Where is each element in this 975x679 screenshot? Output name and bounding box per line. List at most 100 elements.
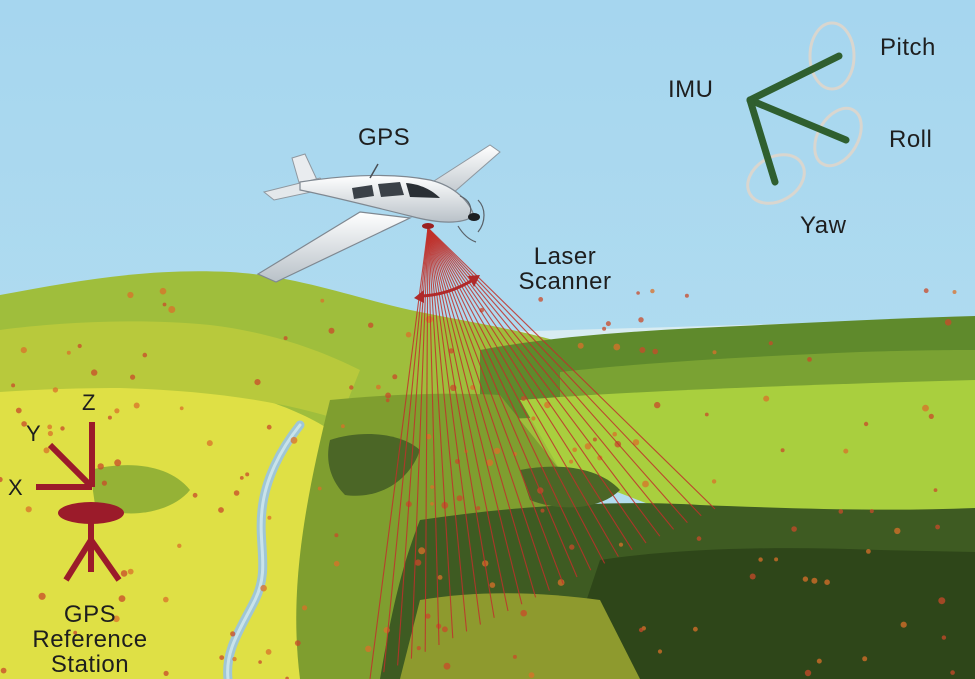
terrain-point	[489, 582, 496, 588]
terrain-point	[267, 515, 272, 520]
terrain-point	[317, 486, 322, 491]
forest-clearing	[400, 593, 640, 679]
gps-station-icon	[36, 422, 124, 582]
terrain-point	[60, 426, 65, 431]
terrain-point	[520, 609, 527, 617]
river-highlight	[226, 423, 302, 679]
terrain-point	[73, 630, 78, 635]
terrain-point	[944, 319, 952, 326]
terrain-point	[0, 476, 3, 483]
terrain-point	[392, 374, 398, 380]
gps-reference-station-label: GPS Reference Station	[15, 602, 165, 677]
terrain-point	[950, 670, 955, 675]
terrain-point	[192, 492, 198, 498]
terrain-point	[376, 384, 381, 390]
grass-patch	[90, 465, 190, 514]
laser-beam	[427, 227, 537, 598]
terrain-point	[414, 559, 422, 566]
laser-beam	[383, 227, 429, 673]
airplane-icon	[256, 144, 501, 283]
laser-label-line2: Scanner	[518, 268, 612, 295]
terrain-point	[107, 415, 112, 420]
roll-label: Roll	[889, 126, 933, 153]
terrain-point	[952, 290, 957, 294]
terrain-point	[935, 524, 940, 530]
terrain-point	[521, 396, 526, 401]
terrain-point	[206, 440, 213, 447]
pitch-axis	[746, 52, 843, 104]
forest-dark	[560, 548, 975, 679]
terrain-point	[266, 424, 272, 430]
terrain-point	[642, 480, 649, 488]
terrain-point	[758, 557, 763, 562]
terrain-point	[302, 605, 308, 611]
laser-beam	[427, 227, 564, 584]
terrain-point	[493, 447, 501, 455]
pitch-ring	[808, 21, 856, 91]
axis-x-label: X	[8, 475, 24, 500]
terrain-point	[114, 408, 120, 414]
terrain-point	[265, 649, 272, 655]
terrain-point	[328, 327, 335, 334]
laser-beam	[427, 227, 716, 510]
terrain-point	[712, 350, 717, 355]
terrain-points	[0, 287, 957, 679]
mid-slope	[0, 321, 360, 420]
station-label-line3: Station	[50, 651, 130, 678]
terrain-point	[77, 343, 82, 349]
terrain-point	[544, 401, 551, 409]
terrain-point	[749, 573, 756, 580]
terrain-point	[333, 560, 340, 567]
terrain-point	[245, 472, 250, 477]
laser-beam	[427, 227, 675, 530]
terrain-point	[923, 288, 929, 294]
terrain-point	[538, 297, 544, 302]
axis-y-label: Y	[26, 421, 42, 446]
station-label-line1: GPS	[63, 601, 117, 628]
terrain-point	[218, 507, 224, 513]
terrain-point	[118, 595, 126, 602]
terrain-point	[941, 635, 947, 640]
terrain-point	[869, 509, 874, 514]
terrain-point	[811, 577, 818, 584]
terrain-point	[437, 575, 443, 580]
terrain-point	[130, 374, 136, 380]
terrain-point	[163, 596, 169, 603]
terrain-point	[696, 536, 702, 541]
terrain-point	[569, 544, 575, 550]
terrain-point	[425, 315, 433, 323]
station-label-line2: Reference	[32, 626, 148, 653]
terrain-point	[258, 660, 262, 664]
tree-patch-2	[520, 466, 620, 508]
terrain-point	[654, 401, 661, 409]
y-axis	[47, 442, 95, 490]
terrain-point	[320, 298, 325, 303]
terrain-point	[639, 347, 646, 353]
terrain-point	[162, 302, 167, 307]
terrain-point	[349, 385, 354, 390]
terrain-point	[863, 421, 869, 427]
tree-patch-1	[328, 434, 420, 496]
terrain-point	[66, 350, 71, 355]
terrain-point	[11, 383, 16, 388]
terrain-point	[476, 506, 481, 511]
laser-beam	[369, 227, 429, 679]
terrain-point	[486, 459, 494, 467]
terrain-point	[334, 533, 339, 538]
terrain-point	[232, 656, 237, 662]
terrain-point	[824, 579, 830, 585]
terrain-point	[285, 676, 289, 679]
terrain-point	[159, 287, 167, 295]
terrain-point	[430, 502, 434, 506]
arc-arrow-right	[468, 275, 480, 287]
terrain-point	[341, 424, 345, 429]
terrain-point	[416, 646, 421, 651]
terrain-point	[512, 654, 517, 659]
terrain-point	[127, 568, 134, 575]
terrain-point	[613, 343, 621, 351]
terrain-point	[443, 662, 451, 670]
yaw-axis	[746, 96, 779, 186]
laser-beam	[427, 227, 633, 551]
terrain-point	[528, 672, 535, 678]
terrain-point	[632, 439, 640, 446]
